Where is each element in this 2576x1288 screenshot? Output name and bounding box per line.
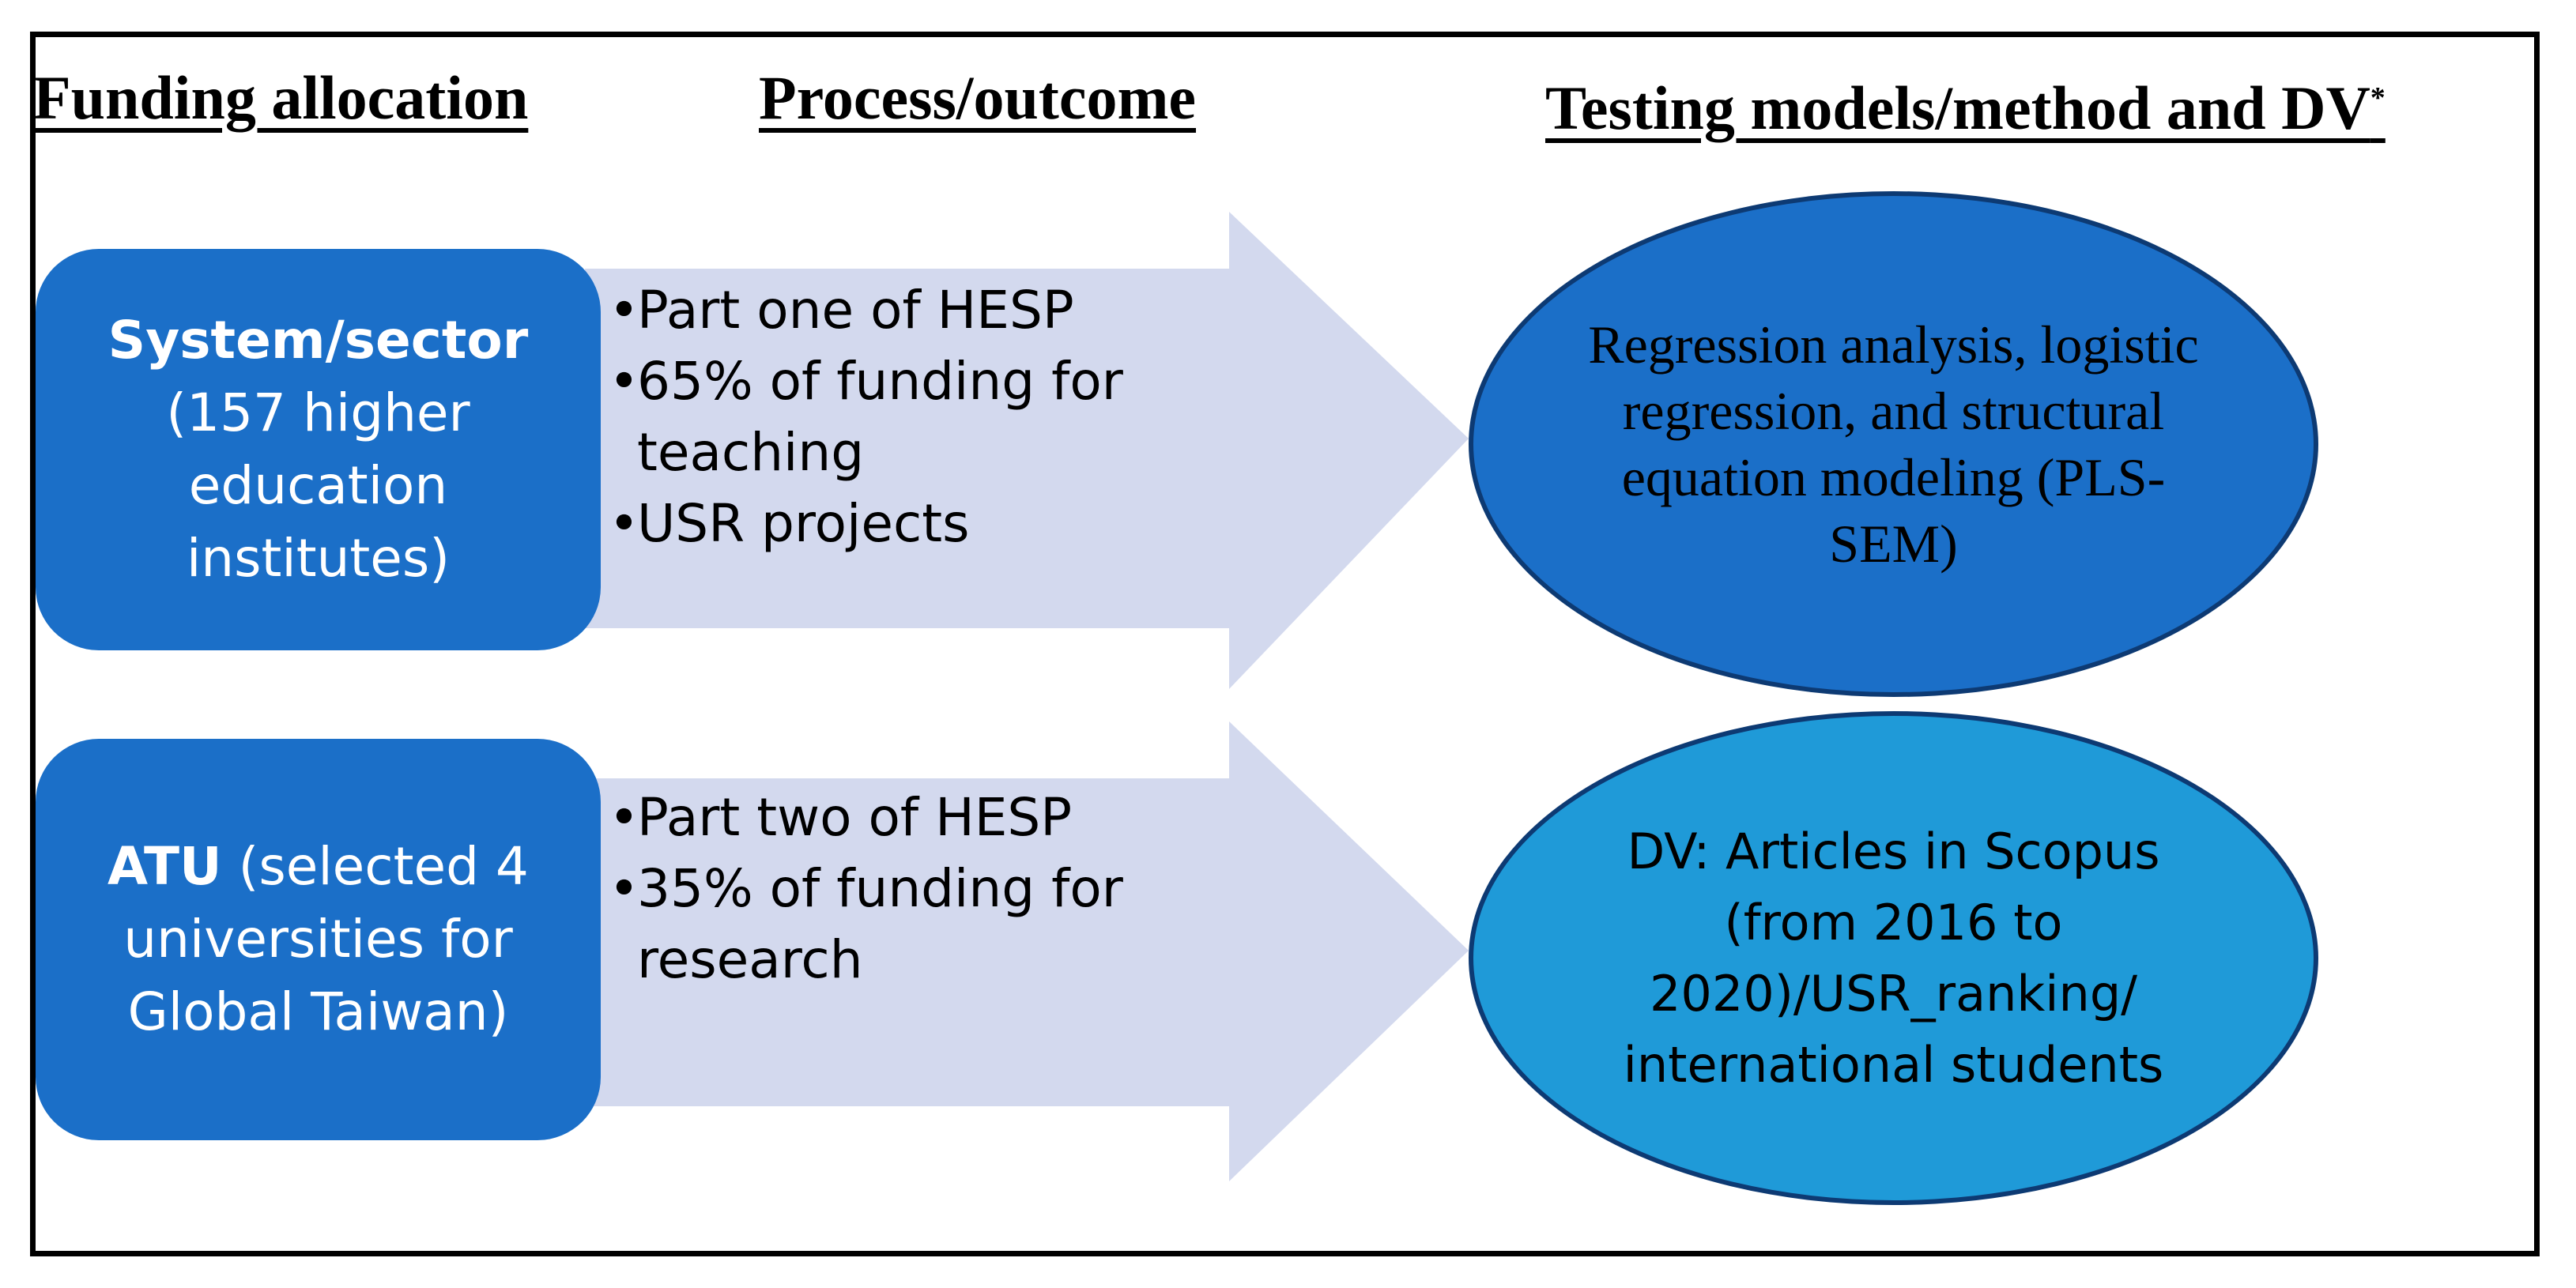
dv-ellipse-text: DV: Articles in Scopus (from 2016 to 202… bbox=[1623, 822, 2164, 1094]
funding-box-line: (157 higher bbox=[166, 382, 470, 443]
funding-box-line: institutes) bbox=[186, 528, 451, 589]
header-testing-models: Testing models/method and DV* bbox=[1545, 62, 2386, 145]
method-ellipse-top: Regression analysis, logistic regression… bbox=[1469, 191, 2318, 697]
funding-box-line: universities for bbox=[123, 909, 513, 970]
header-funding-allocation: Funding allocation bbox=[33, 63, 529, 132]
funding-box-system-sector: System/sector (157 higher education inst… bbox=[36, 249, 601, 650]
process-list-row-1: Part one of HESP 65% of funding for teac… bbox=[609, 275, 1209, 559]
diagram-frame bbox=[30, 32, 2540, 1256]
process-list-row-2: Part two of HESP 35% of funding for rese… bbox=[609, 782, 1209, 996]
funding-box-line: education bbox=[188, 455, 448, 516]
method-ellipse-text: Regression analysis, logistic regression… bbox=[1588, 314, 2199, 574]
header-process-outcome: Process/outcome bbox=[759, 63, 1197, 132]
dv-ellipse-bottom: DV: Articles in Scopus (from 2016 to 202… bbox=[1469, 711, 2318, 1205]
funding-box-line: Global Taiwan) bbox=[127, 981, 509, 1042]
process-bullet: USR projects bbox=[609, 488, 1209, 559]
funding-box-title: System/sector bbox=[107, 310, 529, 371]
funding-box-atu: ATU (selected 4 universities for Global … bbox=[36, 739, 601, 1140]
process-bullet: Part one of HESP bbox=[609, 275, 1209, 346]
header-testing-footnote-mark: * bbox=[2370, 81, 2386, 115]
funding-box-title: ATU bbox=[107, 836, 222, 897]
funding-box-line: (selected 4 bbox=[238, 836, 529, 897]
process-bullet: 35% of funding for research bbox=[609, 853, 1209, 996]
process-bullet: Part two of HESP bbox=[609, 782, 1209, 853]
process-bullet: 65% of funding for teaching bbox=[609, 346, 1209, 488]
header-testing-label: Testing models/method and DV bbox=[1545, 73, 2370, 142]
